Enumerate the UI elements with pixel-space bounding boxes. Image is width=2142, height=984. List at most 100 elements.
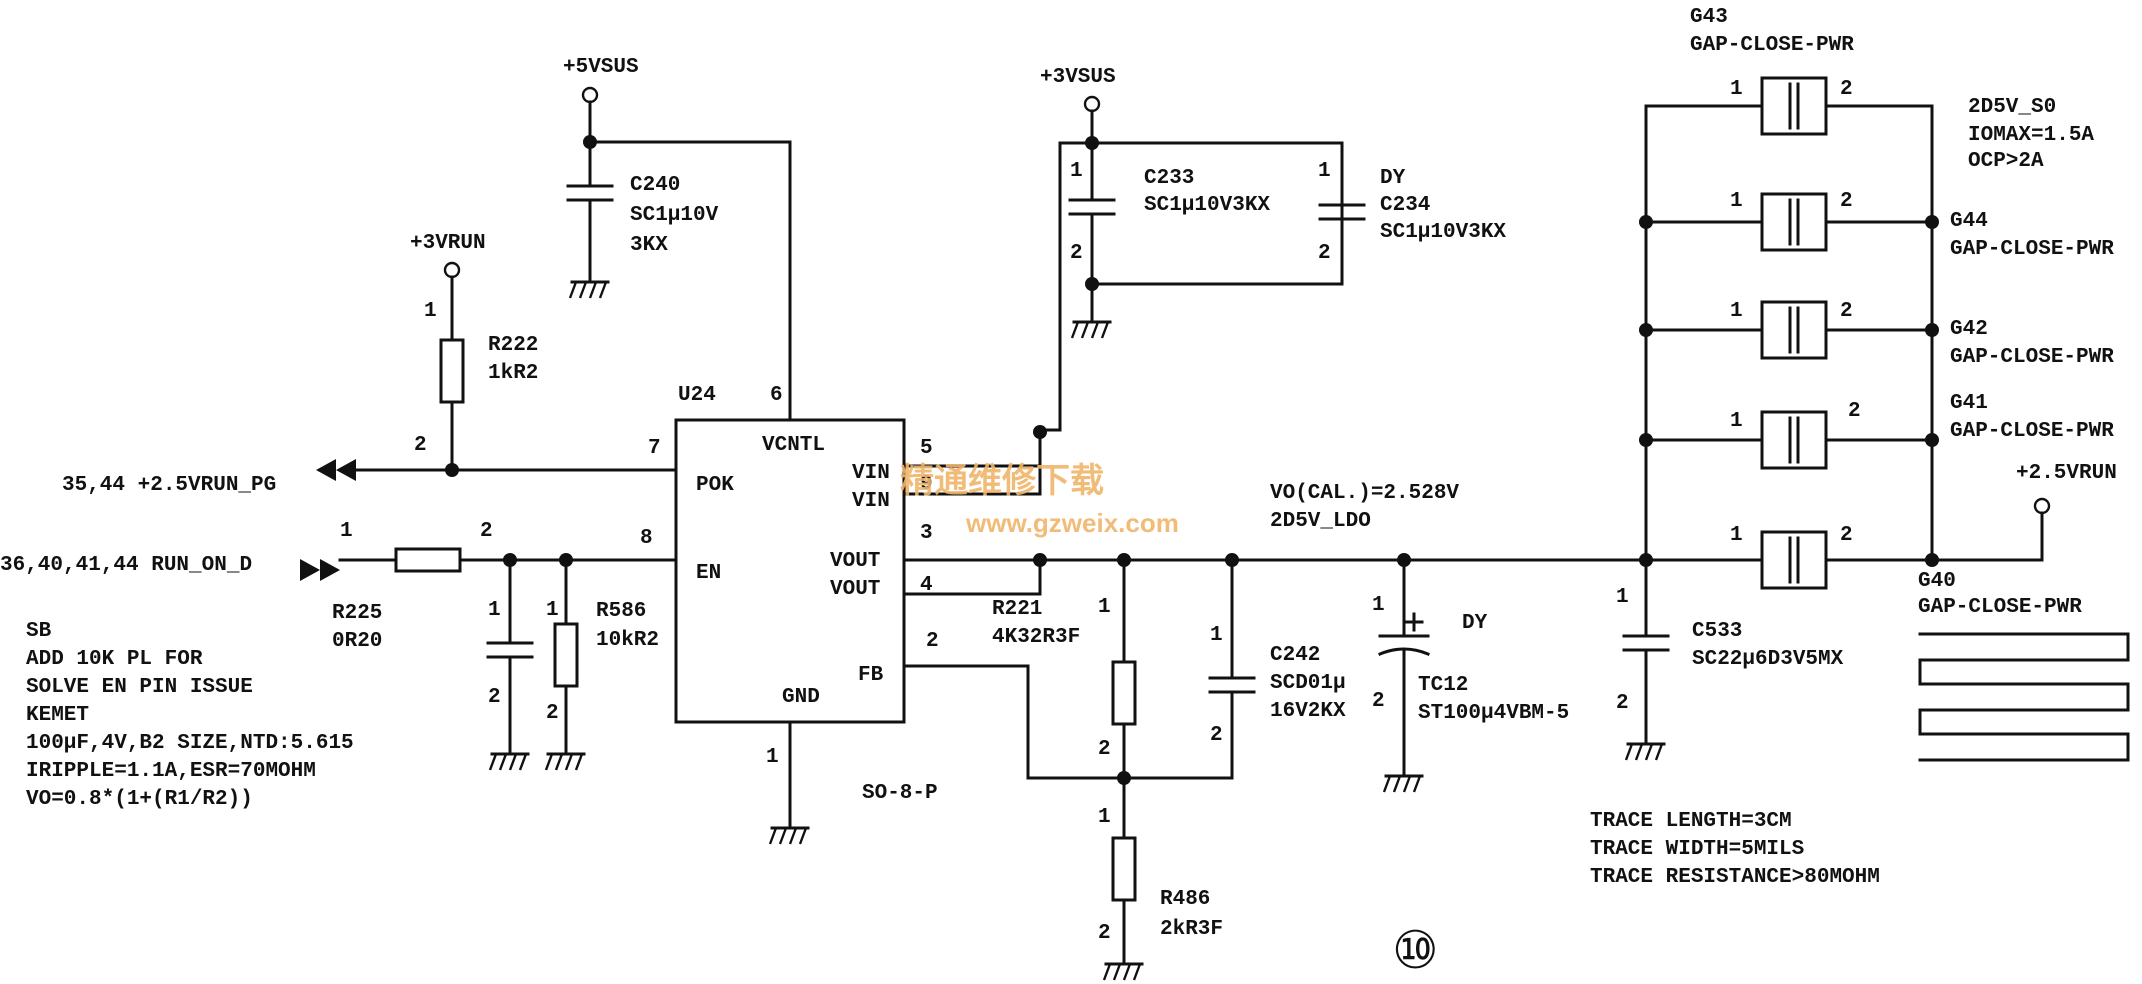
gap-g40: 1 2 G40 GAP-CLOSE-PWR xyxy=(1730,524,2082,619)
svg-text:TRACE WIDTH=5MILS: TRACE WIDTH=5MILS xyxy=(1590,838,1804,861)
watermark: 精通维修下载 www.gzweix.com xyxy=(900,461,1179,538)
svg-text:R225: R225 xyxy=(332,602,382,625)
svg-text:G40: G40 xyxy=(1918,570,1956,593)
svg-text:G43: G43 xyxy=(1690,6,1728,29)
svg-text:VIN: VIN xyxy=(852,490,890,513)
svg-text:2: 2 xyxy=(1210,724,1223,747)
svg-text:2: 2 xyxy=(926,630,939,653)
ground-symbol xyxy=(1102,962,1144,981)
svg-text:2: 2 xyxy=(1070,242,1083,265)
rail-5vsus-label: +5VSUS xyxy=(563,56,639,79)
svg-text:1: 1 xyxy=(1070,160,1083,183)
svg-text:C233: C233 xyxy=(1144,167,1194,190)
ground-symbol xyxy=(544,752,586,771)
svg-text:+2.5VRUN: +2.5VRUN xyxy=(2016,462,2117,485)
svg-text:16V2KX: 16V2KX xyxy=(1270,700,1346,723)
svg-text:4K32R3F: 4K32R3F xyxy=(992,626,1080,649)
resistor-r222: 1 2 R222 1kR2 xyxy=(414,300,538,472)
signal-run-on: 36,40,41,44 RUN_ON_D xyxy=(0,554,398,581)
svg-text:10kR2: 10kR2 xyxy=(596,629,659,652)
svg-text:GND: GND xyxy=(782,686,820,709)
svg-text:ST100μ4VBM-5: ST100μ4VBM-5 xyxy=(1418,702,1569,725)
gap-g43: 1 2 G43 GAP-CLOSE-PWR xyxy=(1644,6,1934,136)
svg-text:GAP-CLOSE-PWR: GAP-CLOSE-PWR xyxy=(1690,34,1854,57)
svg-text:1: 1 xyxy=(1372,594,1385,617)
svg-text:GAP-CLOSE-PWR: GAP-CLOSE-PWR xyxy=(1950,346,2114,369)
capacitor-tc12: 1 2 DY TC12 ST100μ4VBM-5 xyxy=(1372,553,1569,776)
svg-text:VOUT: VOUT xyxy=(830,550,880,573)
svg-text:SC22μ6D3V5MX: SC22μ6D3V5MX xyxy=(1692,648,1844,671)
svg-text:VIN: VIN xyxy=(852,462,890,485)
svg-text:SO-8-P: SO-8-P xyxy=(862,782,938,805)
svg-text:GAP-CLOSE-PWR: GAP-CLOSE-PWR xyxy=(1950,238,2114,261)
svg-text:SOLVE EN PIN ISSUE: SOLVE EN PIN ISSUE xyxy=(26,676,253,699)
svg-text:1: 1 xyxy=(1318,160,1331,183)
svg-text:1: 1 xyxy=(1098,596,1111,619)
svg-text:5: 5 xyxy=(920,437,933,460)
design-notes: SB ADD 10K PL FOR SOLVE EN PIN ISSUE KEM… xyxy=(26,620,354,811)
svg-text:35,44 +2.5VRUN_PG: 35,44 +2.5VRUN_PG xyxy=(62,474,276,497)
capacitor-c233: 1 2 C233 SC1μ10V3KX xyxy=(1068,141,1270,322)
svg-text:SC1μ10V: SC1μ10V xyxy=(630,204,719,227)
svg-text:2: 2 xyxy=(1372,690,1385,713)
rail-25vrun: +2.5VRUN xyxy=(2016,462,2117,562)
ground-symbol xyxy=(768,826,810,845)
svg-text:2: 2 xyxy=(480,520,493,543)
svg-text:1: 1 xyxy=(1616,586,1629,609)
capacitor-c234: 1 2 DY C234 SC1μ10V3KX xyxy=(1318,141,1506,265)
svg-text:SC1μ10V3KX: SC1μ10V3KX xyxy=(1144,194,1270,217)
gap-bank xyxy=(1639,104,1939,567)
svg-text:1: 1 xyxy=(488,599,501,622)
svg-text:G42: G42 xyxy=(1950,318,1988,341)
svg-text:R221: R221 xyxy=(992,598,1042,621)
svg-text:2D5V_S0: 2D5V_S0 xyxy=(1968,96,2056,119)
svg-text:SC1μ10V3KX: SC1μ10V3KX xyxy=(1380,221,1506,244)
svg-text:3KX: 3KX xyxy=(630,234,668,257)
svg-text:2: 2 xyxy=(546,702,559,725)
svg-text:TRACE RESISTANCE>80MOHM: TRACE RESISTANCE>80MOHM xyxy=(1590,866,1880,889)
svg-text:2: 2 xyxy=(1098,738,1111,761)
svg-text:2: 2 xyxy=(1840,524,1853,547)
svg-text:DY: DY xyxy=(1380,167,1406,190)
svg-text:1: 1 xyxy=(1730,78,1743,101)
svg-text:+3VRUN: +3VRUN xyxy=(410,232,486,255)
ground-symbol xyxy=(1624,742,1666,761)
svg-text:1: 1 xyxy=(766,746,779,769)
svg-text:0R20: 0R20 xyxy=(332,630,382,653)
svg-text:36,40,41,44 RUN_ON_D: 36,40,41,44 RUN_ON_D xyxy=(0,554,252,577)
svg-text:2: 2 xyxy=(488,686,501,709)
ground-symbol xyxy=(1070,320,1112,339)
svg-text:SCD01μ: SCD01μ xyxy=(1270,672,1346,695)
figure-number: ⑩ xyxy=(1392,921,1439,981)
svg-text:1: 1 xyxy=(1730,300,1743,323)
svg-text:ADD 10K PL FOR: ADD 10K PL FOR xyxy=(26,648,203,671)
svg-text:SB: SB xyxy=(26,620,52,643)
svg-text:C234: C234 xyxy=(1380,194,1430,217)
svg-text:U24: U24 xyxy=(678,384,716,407)
svg-text:TRACE LENGTH=3CM: TRACE LENGTH=3CM xyxy=(1590,810,1792,833)
svg-text:8: 8 xyxy=(640,527,653,550)
net-ldo-label: 2D5V_LDO xyxy=(1270,510,1371,533)
svg-text:2: 2 xyxy=(1616,692,1629,715)
svg-text:FB: FB xyxy=(858,664,884,687)
svg-text:6: 6 xyxy=(770,384,783,407)
ground-symbol xyxy=(488,752,530,771)
ground-symbol xyxy=(568,280,610,299)
capacitor-en: 1 2 xyxy=(486,558,534,754)
svg-text:EN: EN xyxy=(696,562,721,585)
vo-calc-label: VO(CAL.)=2.528V xyxy=(1270,482,1459,505)
ground-symbol xyxy=(1382,774,1424,793)
resistor-r225: 1 2 R225 0R20 8 xyxy=(332,520,678,653)
gap-g42: 1 2 G42 GAP-CLOSE-PWR xyxy=(1644,300,2114,369)
svg-text:R222: R222 xyxy=(488,334,538,357)
svg-text:R586: R586 xyxy=(596,600,646,623)
svg-text:www.gzweix.com: www.gzweix.com xyxy=(965,508,1179,538)
svg-text:2: 2 xyxy=(414,434,427,457)
svg-text:2kR3F: 2kR3F xyxy=(1160,918,1223,941)
svg-text:1: 1 xyxy=(1210,624,1223,647)
svg-text:OCP>2A: OCP>2A xyxy=(1968,150,2044,173)
svg-text:C533: C533 xyxy=(1692,620,1742,643)
svg-text:2: 2 xyxy=(1840,78,1853,101)
svg-text:1: 1 xyxy=(340,520,353,543)
